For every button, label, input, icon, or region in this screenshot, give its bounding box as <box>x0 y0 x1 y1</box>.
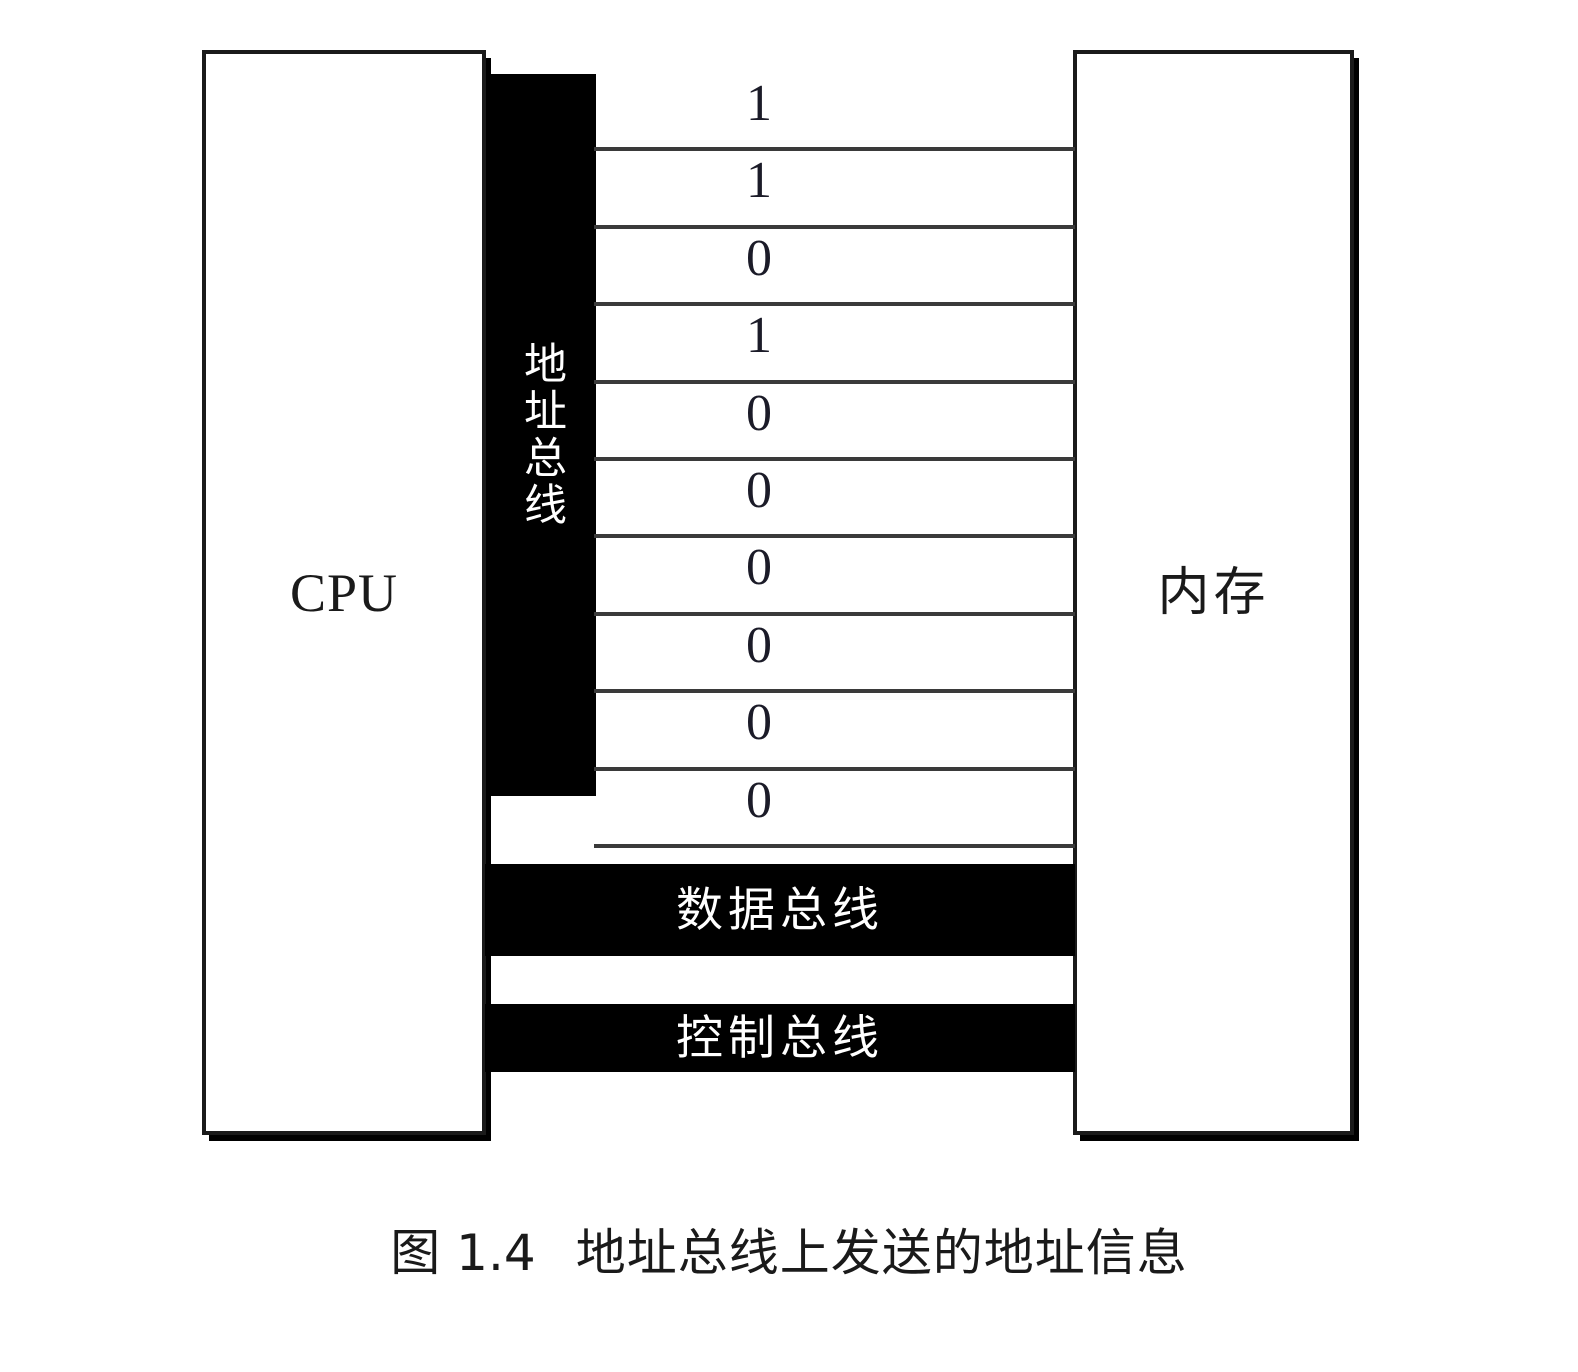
address-bus-bar: 地址总线 <box>486 74 596 796</box>
address-bit-value: 0 <box>746 384 772 442</box>
address-line-row: 1 <box>594 74 1075 152</box>
memory-box: 内存 <box>1073 50 1354 1135</box>
address-line-row: 1 <box>594 306 1075 384</box>
address-bus-label: 地址总线 <box>516 341 567 529</box>
figure-caption: 图 1.4 地址总线上发送的地址信息 <box>0 1213 1578 1285</box>
address-line-row: 0 <box>594 538 1075 616</box>
address-line-row: 1 <box>594 151 1075 229</box>
address-line-row: 0 <box>594 616 1075 694</box>
address-bit-value: 0 <box>746 462 772 519</box>
address-bit-value: 1 <box>746 75 772 132</box>
address-bit-value: 0 <box>746 694 772 752</box>
address-bit-value: 0 <box>746 771 772 829</box>
cpu-label: CPU <box>289 562 399 623</box>
address-bit-value: 1 <box>746 307 772 365</box>
data-bus-bar: 数据总线 <box>485 864 1075 956</box>
cpu-box: CPU <box>202 50 486 1135</box>
address-line-row: 0 <box>594 693 1075 771</box>
control-bus-label: 控制总线 <box>676 1010 884 1066</box>
data-bus-label: 数据总线 <box>676 882 884 938</box>
address-bit-value: 0 <box>746 229 772 287</box>
caption-number: 图 1.4 <box>390 1224 536 1282</box>
caption-title: 地址总线上发送的地址信息 <box>575 1224 1188 1282</box>
memory-label: 内存 <box>1157 562 1270 623</box>
address-bus-lines: 1 1 0 1 0 0 0 0 0 0 <box>594 74 1075 848</box>
address-bit-value: 0 <box>746 539 772 597</box>
control-bus-bar: 控制总线 <box>485 1004 1075 1072</box>
address-line-row: 0 <box>594 384 1075 461</box>
address-line-row: 0 <box>594 461 1075 539</box>
address-bit-value: 0 <box>746 616 772 674</box>
address-bit-value: 1 <box>746 152 772 210</box>
address-line-row: 0 <box>594 229 1075 307</box>
address-line-row: 0 <box>594 771 1075 848</box>
